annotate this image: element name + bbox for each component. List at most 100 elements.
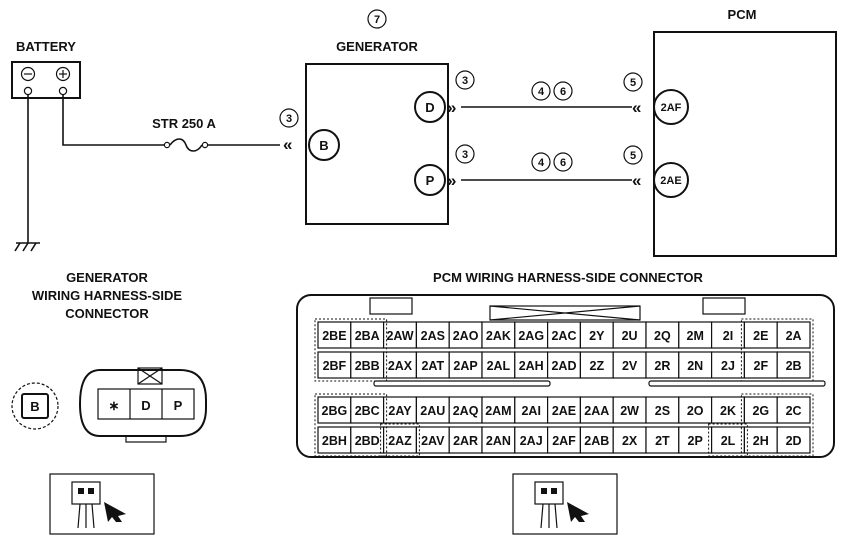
pcm-pin-cell [481,396,516,424]
gen-connector-title-line3: CONNECTOR [65,306,149,321]
pcm-terminal-2ae-num: 5 [623,145,643,165]
pcm-pin-label: 2I [723,329,733,343]
pcm-terminal-2af-num: 5 [623,72,643,92]
pcm-pin-label: 2U [622,329,638,343]
d-wire-note-b: 6 [553,81,573,101]
svg-text:4: 4 [538,157,545,169]
pcm-pin-label: 2BA [355,329,380,343]
gen-connector-housing [78,367,207,443]
ground-icon [14,242,40,252]
pcm-pin-label: 2AA [584,404,609,418]
pcm-pin-cell [743,426,778,454]
pcm-pin-cell [448,351,483,379]
pcm-pin-cell [710,321,745,349]
connector-chevron-icon: « [283,135,292,154]
gen-connector-pin-1: ∗ [109,398,120,413]
pcm-pin-label: 2G [752,404,769,418]
pcm-pin-cell [546,351,581,379]
connector-chevron-icon: « [632,171,641,190]
pcm-pin-label: 2L [721,434,736,448]
svg-text:2AE: 2AE [660,175,681,187]
pcm-pin-label: 2BD [355,434,380,448]
pcm-pin-cell [317,396,352,424]
pcm-pin-label: 2BG [322,404,348,418]
pcm-pin-label: 2J [721,359,735,373]
pcm-pin-label: 2AC [551,329,576,343]
pcm-pin-label: 2A [786,329,802,343]
pcm-pin-label: 2AY [388,404,412,418]
pcm-pin-label: 2Z [590,359,605,373]
pcm-pin-cell [546,396,581,424]
gen-connector-b-terminal: B [11,382,59,430]
pcm-pin-label: 2AL [487,359,511,373]
pcm-pin-cell [579,396,614,424]
pcm-pin-cell [743,351,778,379]
pcm-terminal-2ae: 2AE [653,162,689,198]
svg-text:D: D [425,100,434,115]
pcm-pin-cell [776,321,811,349]
pcm-pin-label: 2BB [355,359,380,373]
pcm-pin-label: 2AK [486,329,511,343]
pcm-pin-label: 2AN [486,434,511,448]
pcm-pin-label: 2AQ [453,404,479,418]
pcm-pin-cell [514,351,549,379]
pcm-pin-label: 2AT [421,359,444,373]
pcm-pin-cell [678,351,713,379]
battery-label: BATTERY [16,39,76,54]
pcm-pin-label: 2S [655,404,670,418]
connector-view-icon [512,473,618,535]
gen-connector-pin-2: D [141,398,150,413]
generator-terminal-p-num: 3 [455,144,475,164]
pcm-pin-label: 2AS [421,329,445,343]
pcm-pin-cell [383,396,418,424]
pcm-pin-group-outline [380,423,420,457]
generator-terminal-d: D [414,91,446,123]
pcm-pin-label: 2AD [551,359,576,373]
gen-connector-pin-3: P [174,398,183,413]
pcm-pin-cell [743,396,778,424]
pcm-pin-label: 2M [687,329,704,343]
pcm-pin-label: 2AX [388,359,413,373]
pcm-pin-label: 2N [687,359,703,373]
pcm-pin-label: 2W [620,404,639,418]
d-wire-note-a: 4 [531,81,551,101]
pcm-pin-label: 2D [786,434,802,448]
pcm-pin-label: 2AW [386,329,413,343]
pcm-pin-cell [317,351,352,379]
generator-terminal-p: P [414,164,446,196]
pcm-pin-cell [678,396,713,424]
battery-symbol [11,61,81,99]
battery-positive-wire [62,95,165,146]
svg-text:5: 5 [630,77,636,89]
fuse-icon [163,138,209,152]
svg-text:2AF: 2AF [661,102,682,114]
pcm-pin-cell [317,321,352,349]
gen-connector-title-line1: GENERATOR [66,270,148,285]
generator-label: GENERATOR [336,39,418,54]
pcm-pin-label: 2Q [654,329,671,343]
pcm-pin-cell [776,426,811,454]
pcm-connector-title: PCM WIRING HARNESS-SIDE CONNECTOR [433,270,703,285]
pcm-pin-label: 2H [753,434,769,448]
pcm-pin-label: 2BH [322,434,347,448]
pcm-pin-label: 2V [622,359,638,373]
pcm-pin-cell [317,426,352,454]
pcm-pin-cell [415,426,450,454]
svg-text:7: 7 [374,14,380,26]
pcm-pin-label: 2AV [421,434,445,448]
pcm-pin-label: 2AH [519,359,544,373]
pcm-pin-cell [350,426,385,454]
pcm-pin-cell [612,321,647,349]
pcm-pin-label: 2AP [453,359,477,373]
pcm-pin-cell [579,351,614,379]
pcm-box [653,31,837,257]
pcm-pin-cell [481,426,516,454]
pcm-pin-cell [710,351,745,379]
pcm-pin-label: 2O [687,404,704,418]
pcm-pin-cell [612,351,647,379]
pcm-pin-label: 2AR [453,434,478,448]
pcm-pin-label: 2AF [552,434,576,448]
p-wire-note-b: 6 [553,152,573,172]
pcm-pin-label: 2F [754,359,769,373]
